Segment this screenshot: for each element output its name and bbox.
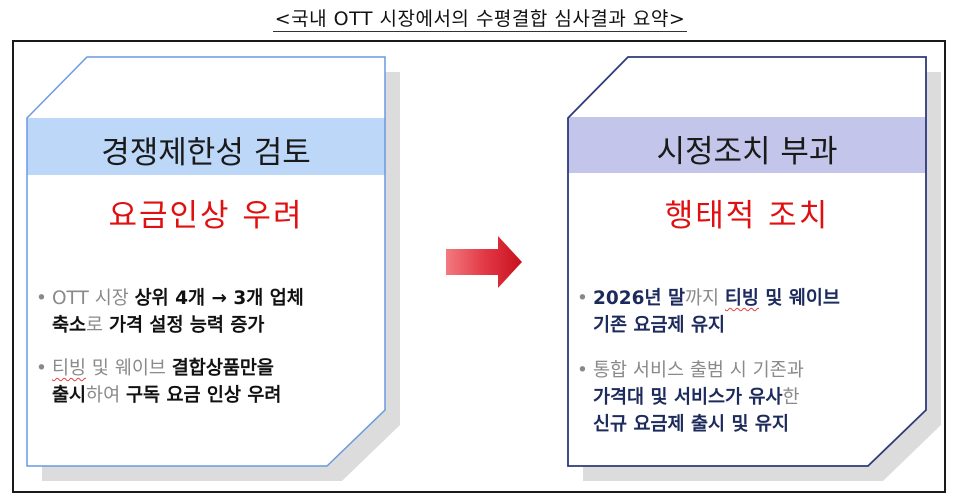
diagram-frame	[12, 40, 946, 493]
left-card-headline: 요금인상 우려	[108, 198, 304, 234]
left-card-header: 경쟁제한성 검토	[101, 135, 311, 171]
right-card-header-band	[568, 117, 926, 173]
bullet-text-navy: 및 웨이브	[758, 288, 840, 309]
bullet-text-bold: 가격 설정 능력 증가	[108, 315, 265, 336]
bullet-text-muted: 통합 서비스 출범 시 기존과	[593, 360, 804, 381]
page-title: <국내 OTT 시장에서의 수평결합 심사결과 요약>	[0, 4, 960, 32]
bullet-text-navy: 가격대 및 서비스가 유사	[593, 387, 783, 408]
right-card-border	[567, 56, 927, 467]
bullet-text-navy-spellcheck: 티빙	[724, 288, 759, 309]
left-card-bullets: OTT 시장 상위 4개 → 3개 업체 축소로 가격 설정 능력 증가 티빙 …	[36, 285, 381, 425]
right-card-header: 시정조치 부과	[656, 134, 838, 170]
left-bullet-2: 티빙 및 웨이브 결합상품만을 출시하여 구독 요금 인상 우려	[36, 355, 381, 409]
bullet-text-muted: 까지	[684, 288, 725, 309]
bullet-text-bold: 출시	[52, 385, 87, 406]
bullet-text-muted: 및 웨이브	[86, 358, 172, 379]
right-card-headline: 행태적 조치	[664, 198, 830, 234]
page-title-text: <국내 OTT 시장에서의 수평결합 심사결과 요약>	[272, 8, 688, 32]
bullet-text-navy: 2026년 말	[593, 288, 685, 309]
bullet-text-bold: 축소	[52, 315, 87, 336]
left-card-border	[26, 56, 386, 467]
bullet-text-bold: 결합상품만을	[171, 358, 274, 379]
bullet-text-bold: 구독 요금 인상 우려	[125, 385, 282, 406]
bullet-text-muted: 로	[86, 315, 109, 336]
bullet-text-muted: 하여	[86, 385, 126, 406]
left-bullet-1: OTT 시장 상위 4개 → 3개 업체 축소로 가격 설정 능력 증가	[36, 285, 381, 339]
bullet-text-bold: 상위 4개 → 3개 업체	[134, 288, 304, 309]
left-card-header-band	[27, 118, 385, 175]
bullet-text-muted-spellcheck: 티빙	[52, 358, 87, 379]
bullet-text-muted: 한	[782, 387, 800, 408]
right-bullet-1: 2026년 말까지 티빙 및 웨이브 기존 요금제 유지	[577, 285, 922, 339]
bullet-text-muted: OTT 시장	[52, 288, 135, 309]
bullet-text-navy: 기존 요금제 유지	[593, 315, 726, 336]
bullet-text-navy: 신규 요금제 출시 및 유지	[593, 414, 789, 435]
right-arrow-icon	[446, 236, 522, 288]
right-card-bullets: 2026년 말까지 티빙 및 웨이브 기존 요금제 유지 통합 서비스 출범 시…	[577, 285, 922, 454]
right-bullet-2: 통합 서비스 출범 시 기존과 가격대 및 서비스가 유사한 신규 요금제 출시…	[577, 357, 922, 438]
